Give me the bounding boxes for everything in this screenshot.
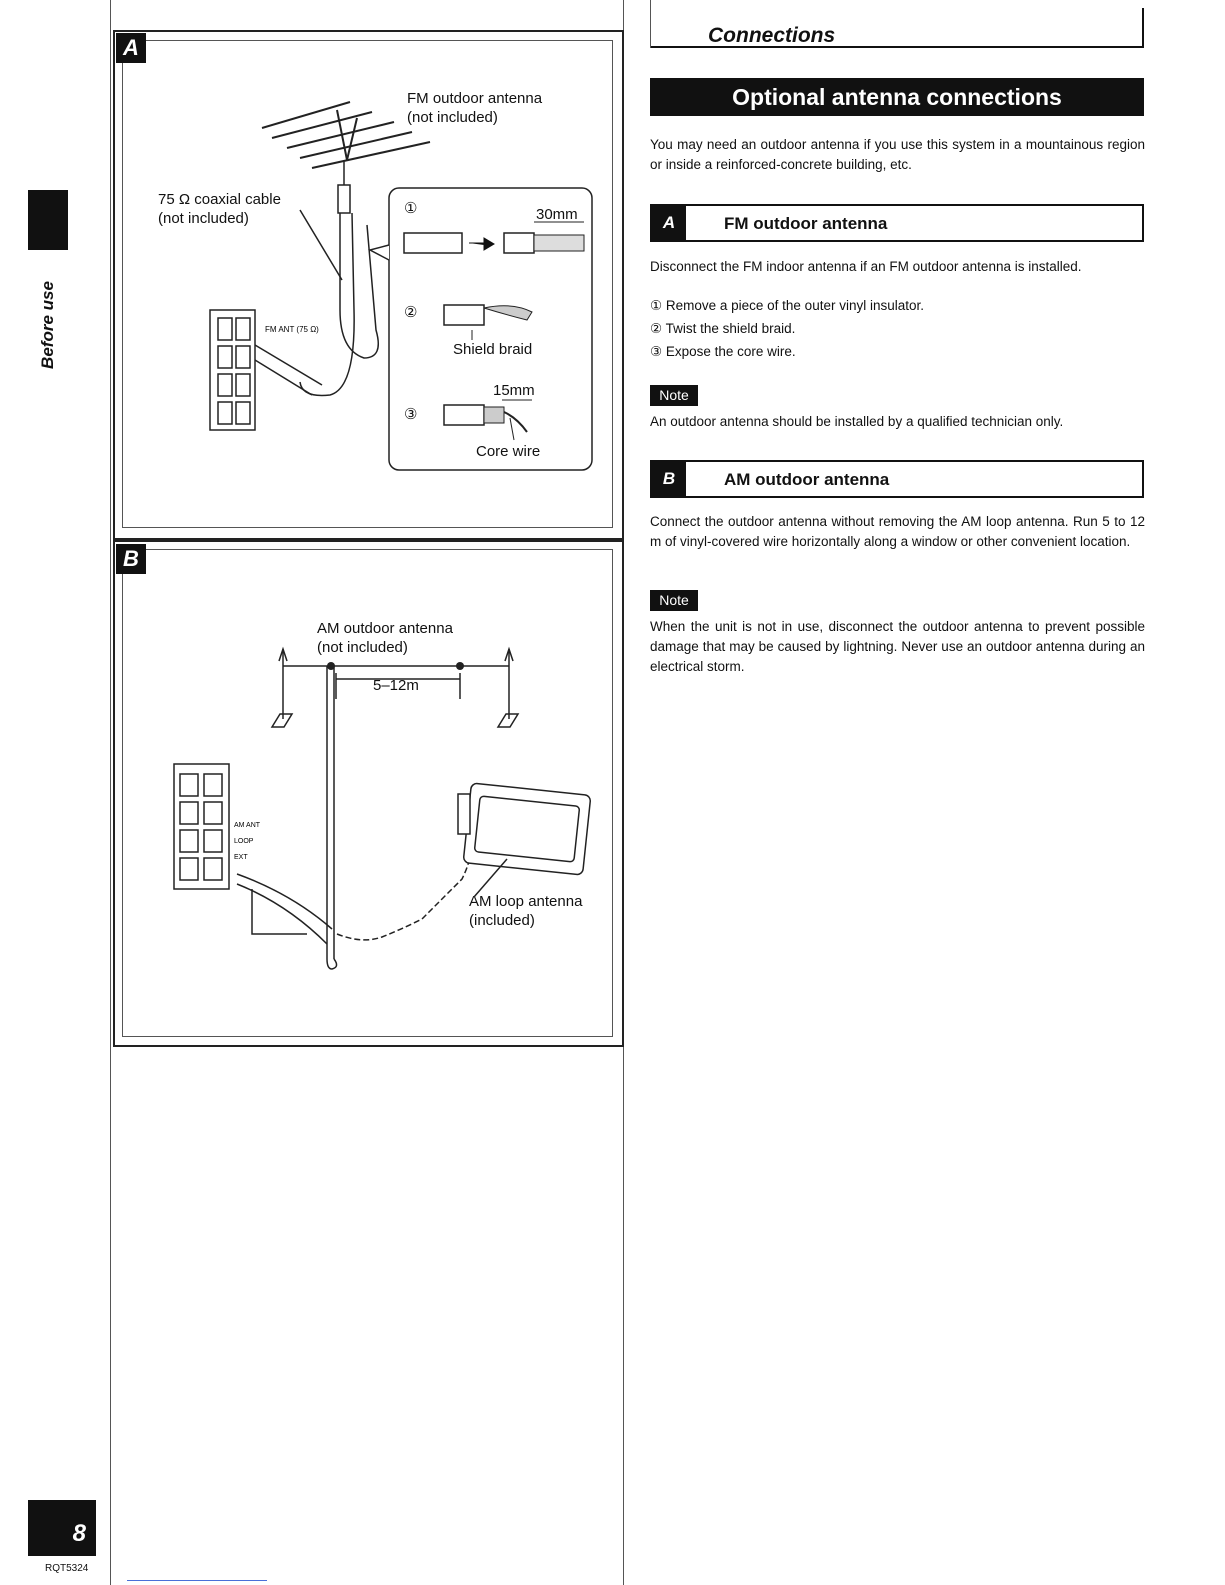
fm-terminal-label: FM ANT (75 Ω) [265, 325, 319, 334]
am-terminal-label-loop: LOOP [234, 838, 254, 845]
page-banner: Optional antenna connections [650, 78, 1144, 116]
section-title-box: Connections [650, 8, 1144, 48]
step1-mark: ① [404, 200, 418, 217]
shield-braid-label: Shield braid [453, 341, 533, 358]
loop-antenna-label: AM loop antenna(included) [469, 893, 583, 929]
diagram-b-inner-frame [122, 549, 613, 1037]
fm-note-badge: Note [650, 385, 698, 406]
diagram-a-tag: A [116, 33, 146, 63]
fm-step-2: ② Twist the shield braid. [650, 321, 796, 336]
core-wire-label: Core wire [476, 443, 541, 460]
bottom-rule [127, 1580, 267, 1581]
diagram-b-panel [113, 540, 624, 1047]
span-label: 5–12m [373, 677, 419, 694]
am-note-text: When the unit is not in use, disconnect … [650, 619, 1145, 674]
fm-subheading: A FM outdoor antenna [650, 204, 1144, 242]
am-loop-antenna-icon [457, 782, 592, 898]
fm-antenna-icon [261, 101, 431, 169]
am-terminal-block-icon [173, 763, 230, 890]
am-antenna-label: AM outdoor antenna(not included) [317, 620, 453, 656]
dim-30mm-label: 30mm [536, 206, 578, 223]
am-subheading-tag: B [652, 462, 686, 496]
am-paragraph: Connect the outdoor antenna without remo… [650, 514, 1145, 549]
fm-antenna-diagram: FM ANT (75 Ω) [209, 101, 593, 471]
section-title: Connections [708, 24, 836, 47]
dim-15mm-label: 15mm [493, 382, 535, 399]
section-title-left-line [650, 0, 651, 48]
section-label: Before use [38, 281, 57, 369]
am-terminal-label-ant: AM ANT [234, 822, 261, 829]
fm-note-text: An outdoor antenna should be installed b… [650, 414, 1064, 429]
am-subheading: B AM outdoor antenna [650, 460, 1144, 498]
am-subheading-title: AM outdoor antenna [724, 470, 890, 489]
diagram-a-inner-frame [122, 40, 613, 528]
coaxial-cable-label: 75 Ω coaxial cable(not included) [158, 191, 281, 227]
diagram-b-tag: B [116, 544, 146, 574]
fm-antenna-label: FM outdoor antenna(not included) [407, 90, 543, 126]
fm-step-3: ③ Expose the core wire. [650, 344, 796, 359]
left-margin-line [110, 0, 111, 1585]
step2-mark: ② [404, 304, 418, 321]
am-note-badge: Note [650, 590, 698, 611]
section-marker-block [28, 190, 68, 250]
page-number: 8 [28, 1500, 96, 1556]
am-terminal-label-ext: EXT [234, 854, 248, 861]
fm-terminal-block-icon [209, 309, 323, 431]
model-code: RQT5324 [45, 1563, 89, 1574]
fm-subheading-tag: A [652, 206, 686, 240]
fm-paragraph: Disconnect the FM indoor antenna if an F… [650, 259, 1082, 274]
diagram-a-panel [113, 30, 624, 540]
fm-step-1: ① Remove a piece of the outer vinyl insu… [650, 298, 924, 313]
am-antenna-diagram: AM ANT LOOP EXT [173, 646, 592, 970]
fm-subheading-title: FM outdoor antenna [724, 214, 888, 233]
intro-paragraph: You may need an outdoor antenna if you u… [650, 137, 1145, 172]
step3-mark: ③ [404, 406, 418, 423]
